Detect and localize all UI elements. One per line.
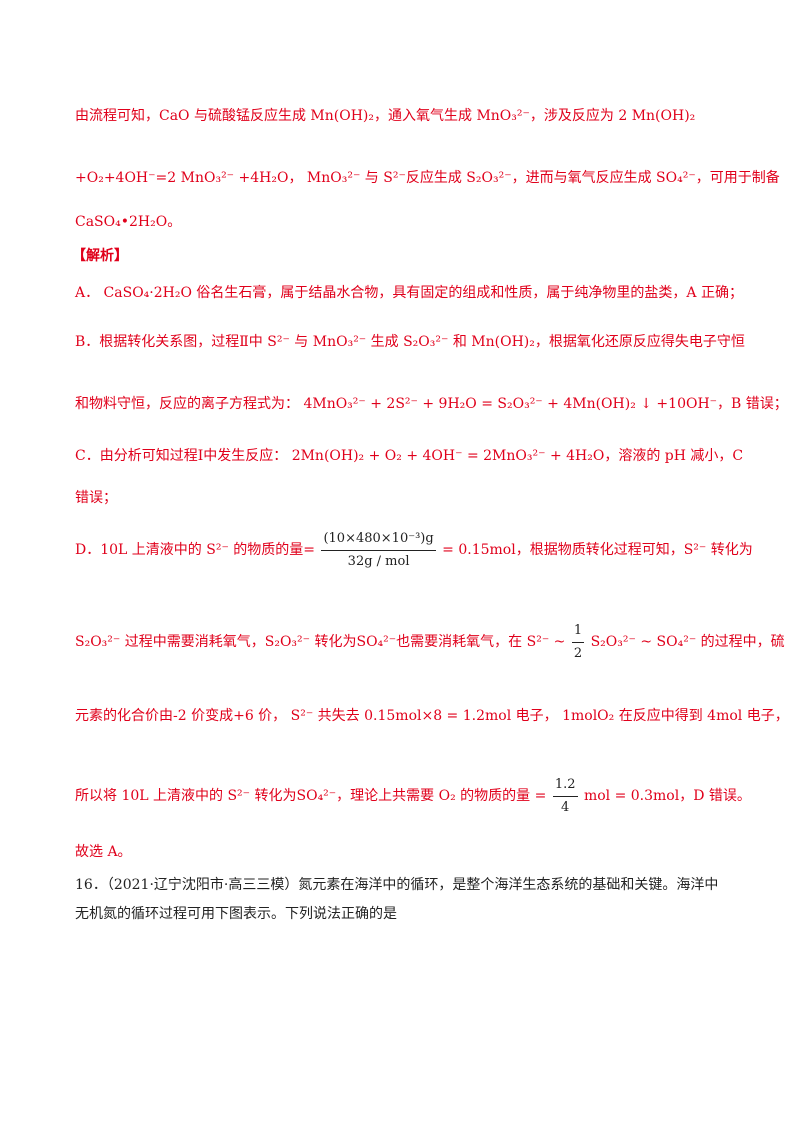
option-d-line-4: 所以将 10L 上清液中的 S²⁻ 转化为SO₄²⁻，理论上共需要 O₂ 的物质… <box>75 774 751 818</box>
answer-line: 故选 A。 <box>75 844 132 860</box>
option-c-line-1: C．由分析可知过程Ⅰ中发生反应： 2Mn(OH)₂ + O₂ + 4OH⁻ = … <box>75 448 744 464</box>
d4-fraction-numerator: 1.2 <box>552 776 578 797</box>
d1-fraction: (10×480×10⁻³)g 32g / mol <box>321 530 436 571</box>
question-16-line-2: 无机氮的循环过程可用下图表示。下列说法正确的是 <box>75 906 397 922</box>
d4-fraction-denominator: 4 <box>561 799 570 815</box>
option-a-line: A． CaSO₄·2H₂O 俗名生石膏，属于结晶水合物，具有固定的组成和性质，属… <box>75 285 743 301</box>
option-d-line-3: 元素的化合价由-2 价变成+6 价， S²⁻ 共失去 0.15mol×8 = 1… <box>75 708 789 724</box>
d4-text-after: mol = 0.3mol，D 错误。 <box>583 788 751 804</box>
d1-fraction-numerator: (10×480×10⁻³)g <box>321 530 436 551</box>
option-b-line-1: B．根据转化关系图，过程Ⅱ中 S²⁻ 与 MnO₃²⁻ 生成 S₂O₃²⁻ 和 … <box>75 334 745 350</box>
option-c-line-2: 错误； <box>75 490 117 506</box>
question-16-line-1: 16．（2021·辽宁沈阳市·高三三模）氮元素在海洋中的循环，是整个海洋生态系统… <box>75 877 719 893</box>
analysis-line-1: 由流程可知，CaO 与硫酸锰反应生成 Mn(OH)₂，通入氧气生成 MnO₃²⁻… <box>75 108 696 124</box>
d4-text-before: 所以将 10L 上清液中的 S²⁻ 转化为SO₄²⁻，理论上共需要 O₂ 的物质… <box>75 788 551 804</box>
d1-text-before: D．10L 上清液中的 S²⁻ 的物质的量= <box>75 542 316 558</box>
d4-fraction: 1.2 4 <box>552 776 578 817</box>
d2-fraction: 1 2 <box>571 622 585 663</box>
d2-text-before: S₂O₃²⁻ 过程中需要消耗氧气，S₂O₃²⁻ 转化为SO₄²⁻也需要消耗氧气，… <box>75 634 570 650</box>
d2-fraction-numerator: 1 <box>571 622 585 643</box>
option-b-line-2: 和物料守恒，反应的离子方程式为： 4MnO₃²⁻ + 2S²⁻ + 9H₂O =… <box>75 396 788 412</box>
d1-fraction-denominator: 32g / mol <box>347 553 410 569</box>
d1-text-after: = 0.15mol，根据物质转化过程可知，S²⁻ 转化为 <box>442 542 753 558</box>
jiexi-heading: 【解析】 <box>72 248 128 264</box>
d2-fraction-denominator: 2 <box>573 645 583 661</box>
analysis-line-3: CaSO₄•2H₂O。 <box>75 214 182 230</box>
option-d-line-2: S₂O₃²⁻ 过程中需要消耗氧气，S₂O₃²⁻ 转化为SO₄²⁻也需要消耗氧气，… <box>75 620 785 664</box>
d2-text-after: S₂O₃²⁻ ~ SO₄²⁻ 的过程中，硫 <box>590 634 785 650</box>
analysis-line-2: +O₂+4OH⁻=2 MnO₃²⁻ +4H₂O， MnO₃²⁻ 与 S²⁻反应生… <box>75 170 780 186</box>
option-d-line-1: D．10L 上清液中的 S²⁻ 的物质的量= (10×480×10⁻³)g 32… <box>75 528 753 572</box>
